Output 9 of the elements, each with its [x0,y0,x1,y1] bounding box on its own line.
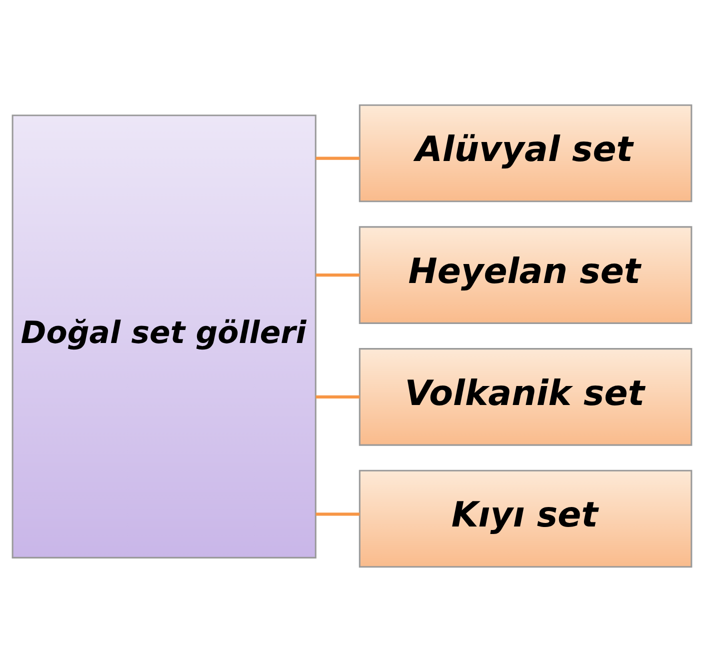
node-box: Heyelan set [358,226,692,324]
connector [316,156,360,160]
connector [316,273,360,276]
node-box: Doğal set gölleri [12,114,316,558]
node-box: Kıyı set [358,469,692,568]
node-box: Volkanik set [358,348,692,446]
connector [316,512,360,516]
connector [316,394,360,398]
node-box: Alüvyal set [358,104,692,202]
